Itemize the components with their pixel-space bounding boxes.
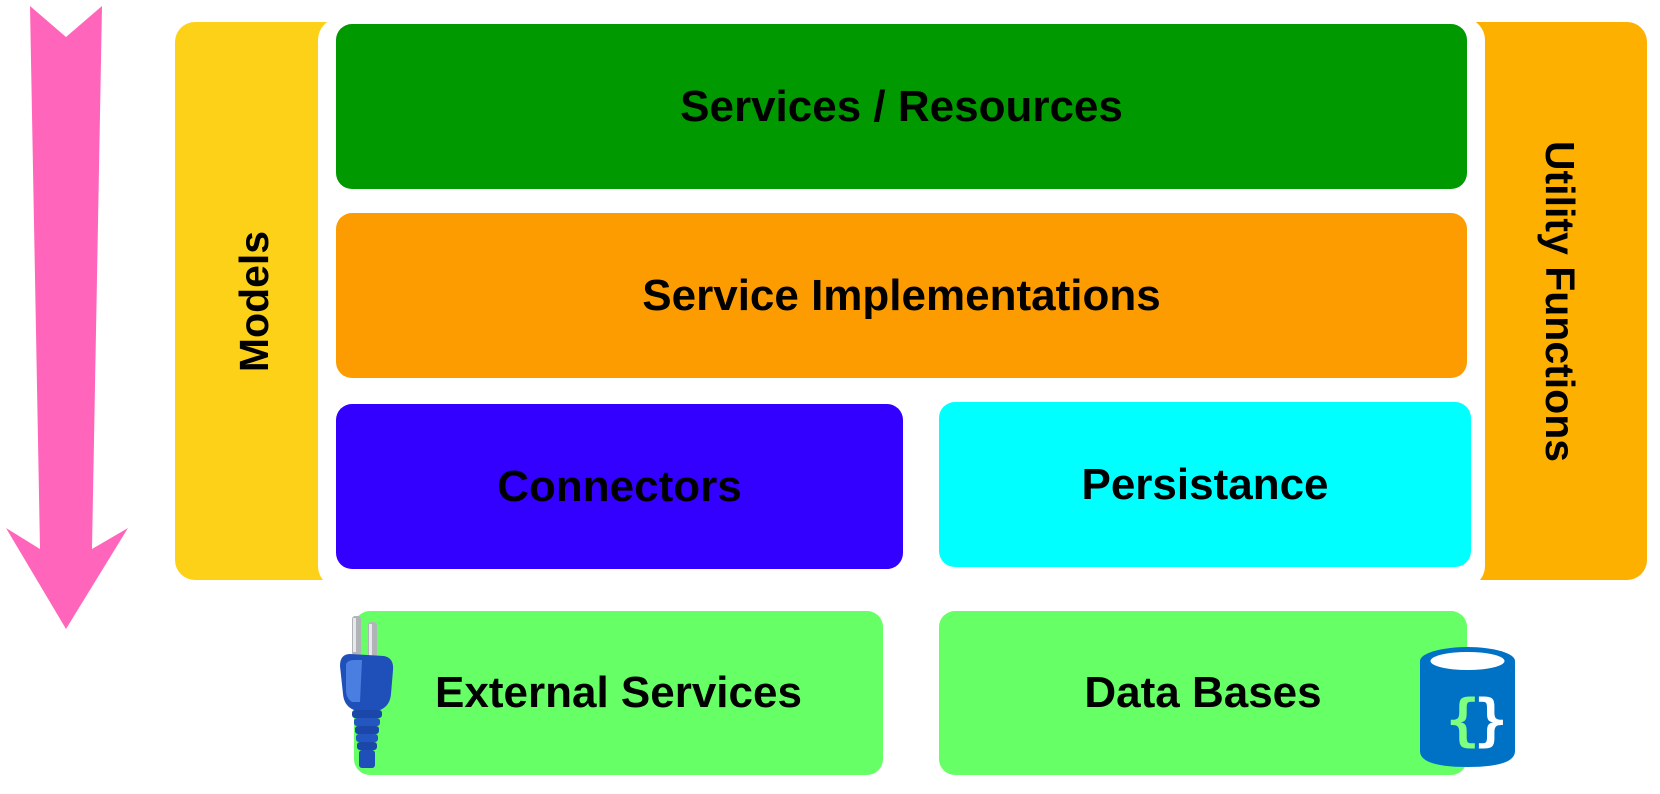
- external-services-block: External Services: [354, 611, 883, 775]
- models-band: Models: [175, 22, 335, 580]
- utility-functions-band: Utility Functions: [1472, 22, 1647, 580]
- database-icon: { }: [1420, 647, 1515, 767]
- persistance-layer: Persistance: [939, 402, 1471, 567]
- plug-icon: [340, 616, 394, 768]
- models-label: Models: [231, 230, 278, 372]
- svg-text:{: {: [1446, 688, 1480, 753]
- down-arrow-icon: [6, 6, 128, 629]
- connectors-layer: Connectors: [336, 404, 903, 569]
- utility-functions-label: Utility Functions: [1537, 140, 1583, 462]
- services-resources-layer: Services / Resources: [336, 24, 1467, 189]
- data-bases-block: Data Bases: [939, 611, 1467, 775]
- service-implementations-layer: Service Implementations: [336, 213, 1467, 378]
- svg-text:}: }: [1474, 688, 1508, 753]
